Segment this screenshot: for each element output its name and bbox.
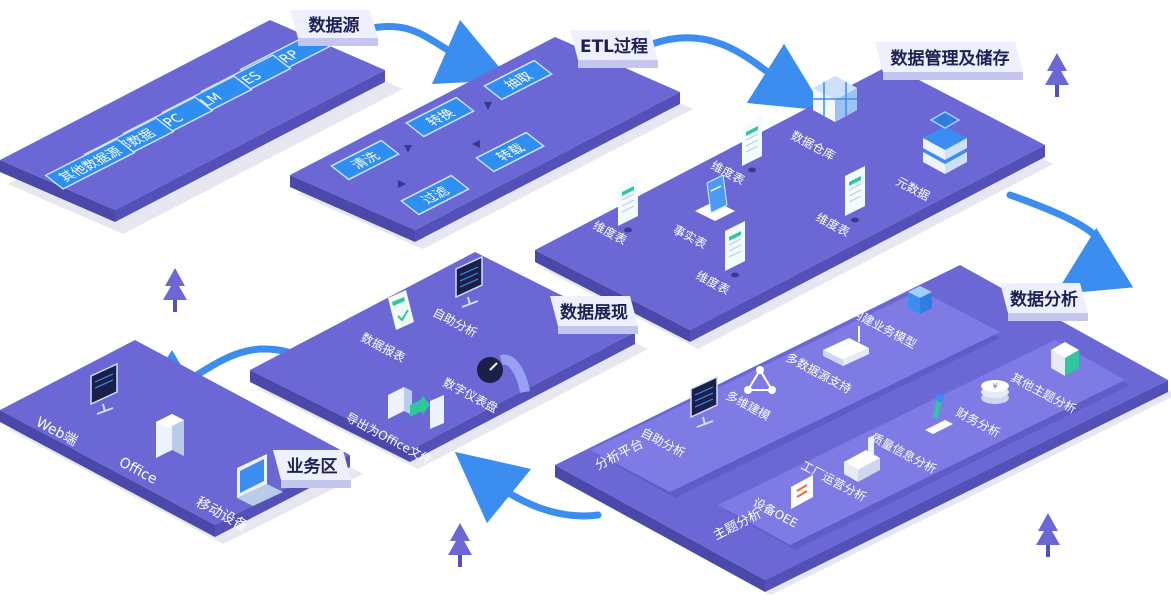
- factory-icon: [844, 435, 880, 482]
- left-arrow-icon: [472, 140, 480, 148]
- svg-text:¥: ¥: [992, 382, 997, 391]
- etl-step-load[interactable]: 转载: [475, 131, 545, 173]
- platform-title: 业务区: [287, 456, 338, 477]
- laptop-icon: [237, 454, 283, 506]
- etl-step-transform[interactable]: 转换: [405, 96, 475, 138]
- coins-icon: ¥: [981, 380, 1009, 404]
- etl-step-filter[interactable]: 过滤: [400, 174, 470, 216]
- arrow-etl-to-storage: [648, 34, 825, 111]
- platform-data-source: ERP MES PLM OPC 外部数据 其他数据源: [0, 10, 403, 234]
- dimension-table-icon: [845, 166, 865, 223]
- tree-icon: [163, 268, 187, 312]
- arrow-storage-to-analysis: [1006, 191, 1134, 295]
- server-box-icon: [1051, 342, 1079, 376]
- dimension-table-icon: [618, 176, 638, 233]
- report-icon: [388, 290, 414, 330]
- router-icon: [823, 326, 869, 366]
- tree-icon: [448, 523, 472, 567]
- decor-trees: [163, 53, 1069, 567]
- platform-title-tab: 业务区: [273, 450, 351, 488]
- dimension-table-icon: [742, 116, 762, 173]
- platform-title-tab: 数据分析: [1000, 283, 1088, 321]
- down-arrow-icon: [404, 145, 412, 153]
- platform-data-display: 数据报表 自助分析 数字仪表盘 导出为Office文件 数据展现: [250, 252, 648, 469]
- platform-title-tab: 数据源: [290, 10, 378, 46]
- etl-step-clean[interactable]: 清洗: [330, 139, 400, 181]
- fact-table-icon: [695, 174, 735, 221]
- tree-icon: [1036, 513, 1060, 557]
- etl-step-extract[interactable]: 抽取: [483, 59, 553, 101]
- microscope-icon: [925, 394, 953, 434]
- arrow-analysis-to-display: [454, 451, 602, 524]
- platform-title: 数据管理及储存: [891, 48, 1010, 69]
- platform-title: 数据分析: [1010, 289, 1078, 310]
- platform-business-area: Web端 Office 移动设备 业务区: [0, 340, 363, 544]
- office-server-icon: [156, 414, 184, 458]
- platform-data-management: 数据仓库 元数据 维度表 维度表: [535, 42, 1053, 349]
- data-warehouse-icon: [813, 76, 857, 122]
- down-arrow-icon: [484, 102, 492, 110]
- cube-icon: [908, 286, 932, 314]
- platform-title: 数据展现: [560, 302, 628, 323]
- right-arrow-icon: [398, 180, 406, 188]
- gauge-icon: [477, 354, 530, 393]
- equipment-icon: [791, 475, 813, 509]
- export-office-icon: [388, 387, 444, 429]
- arrow-source-to-etl: [368, 19, 511, 85]
- etl-flow-arrows: [398, 102, 492, 188]
- platform-title: ETL过程: [580, 37, 648, 57]
- tree-icon: [1045, 53, 1069, 97]
- web-monitor-icon: [90, 362, 118, 415]
- platform-title-tab: 数据管理及储存: [875, 42, 1023, 80]
- metadata-icon: [923, 111, 967, 174]
- platform-data-analysis: 分析平台 主题分析 构建业务模型 多数据源支持 多维建模: [555, 265, 1171, 595]
- monitor-icon: [455, 255, 483, 308]
- network-icon: [744, 366, 776, 394]
- flow-arrows: [129, 19, 1134, 524]
- platform-title-tab: ETL过程: [570, 30, 658, 68]
- platform-title: 数据源: [309, 15, 360, 36]
- monitor-icon: [690, 375, 718, 428]
- platform-title-tab: 数据展现: [550, 296, 638, 334]
- dimension-table-icon: [725, 221, 745, 278]
- platform-etl: 抽取 转换 转载 清洗 过滤 ETL过程: [290, 30, 693, 249]
